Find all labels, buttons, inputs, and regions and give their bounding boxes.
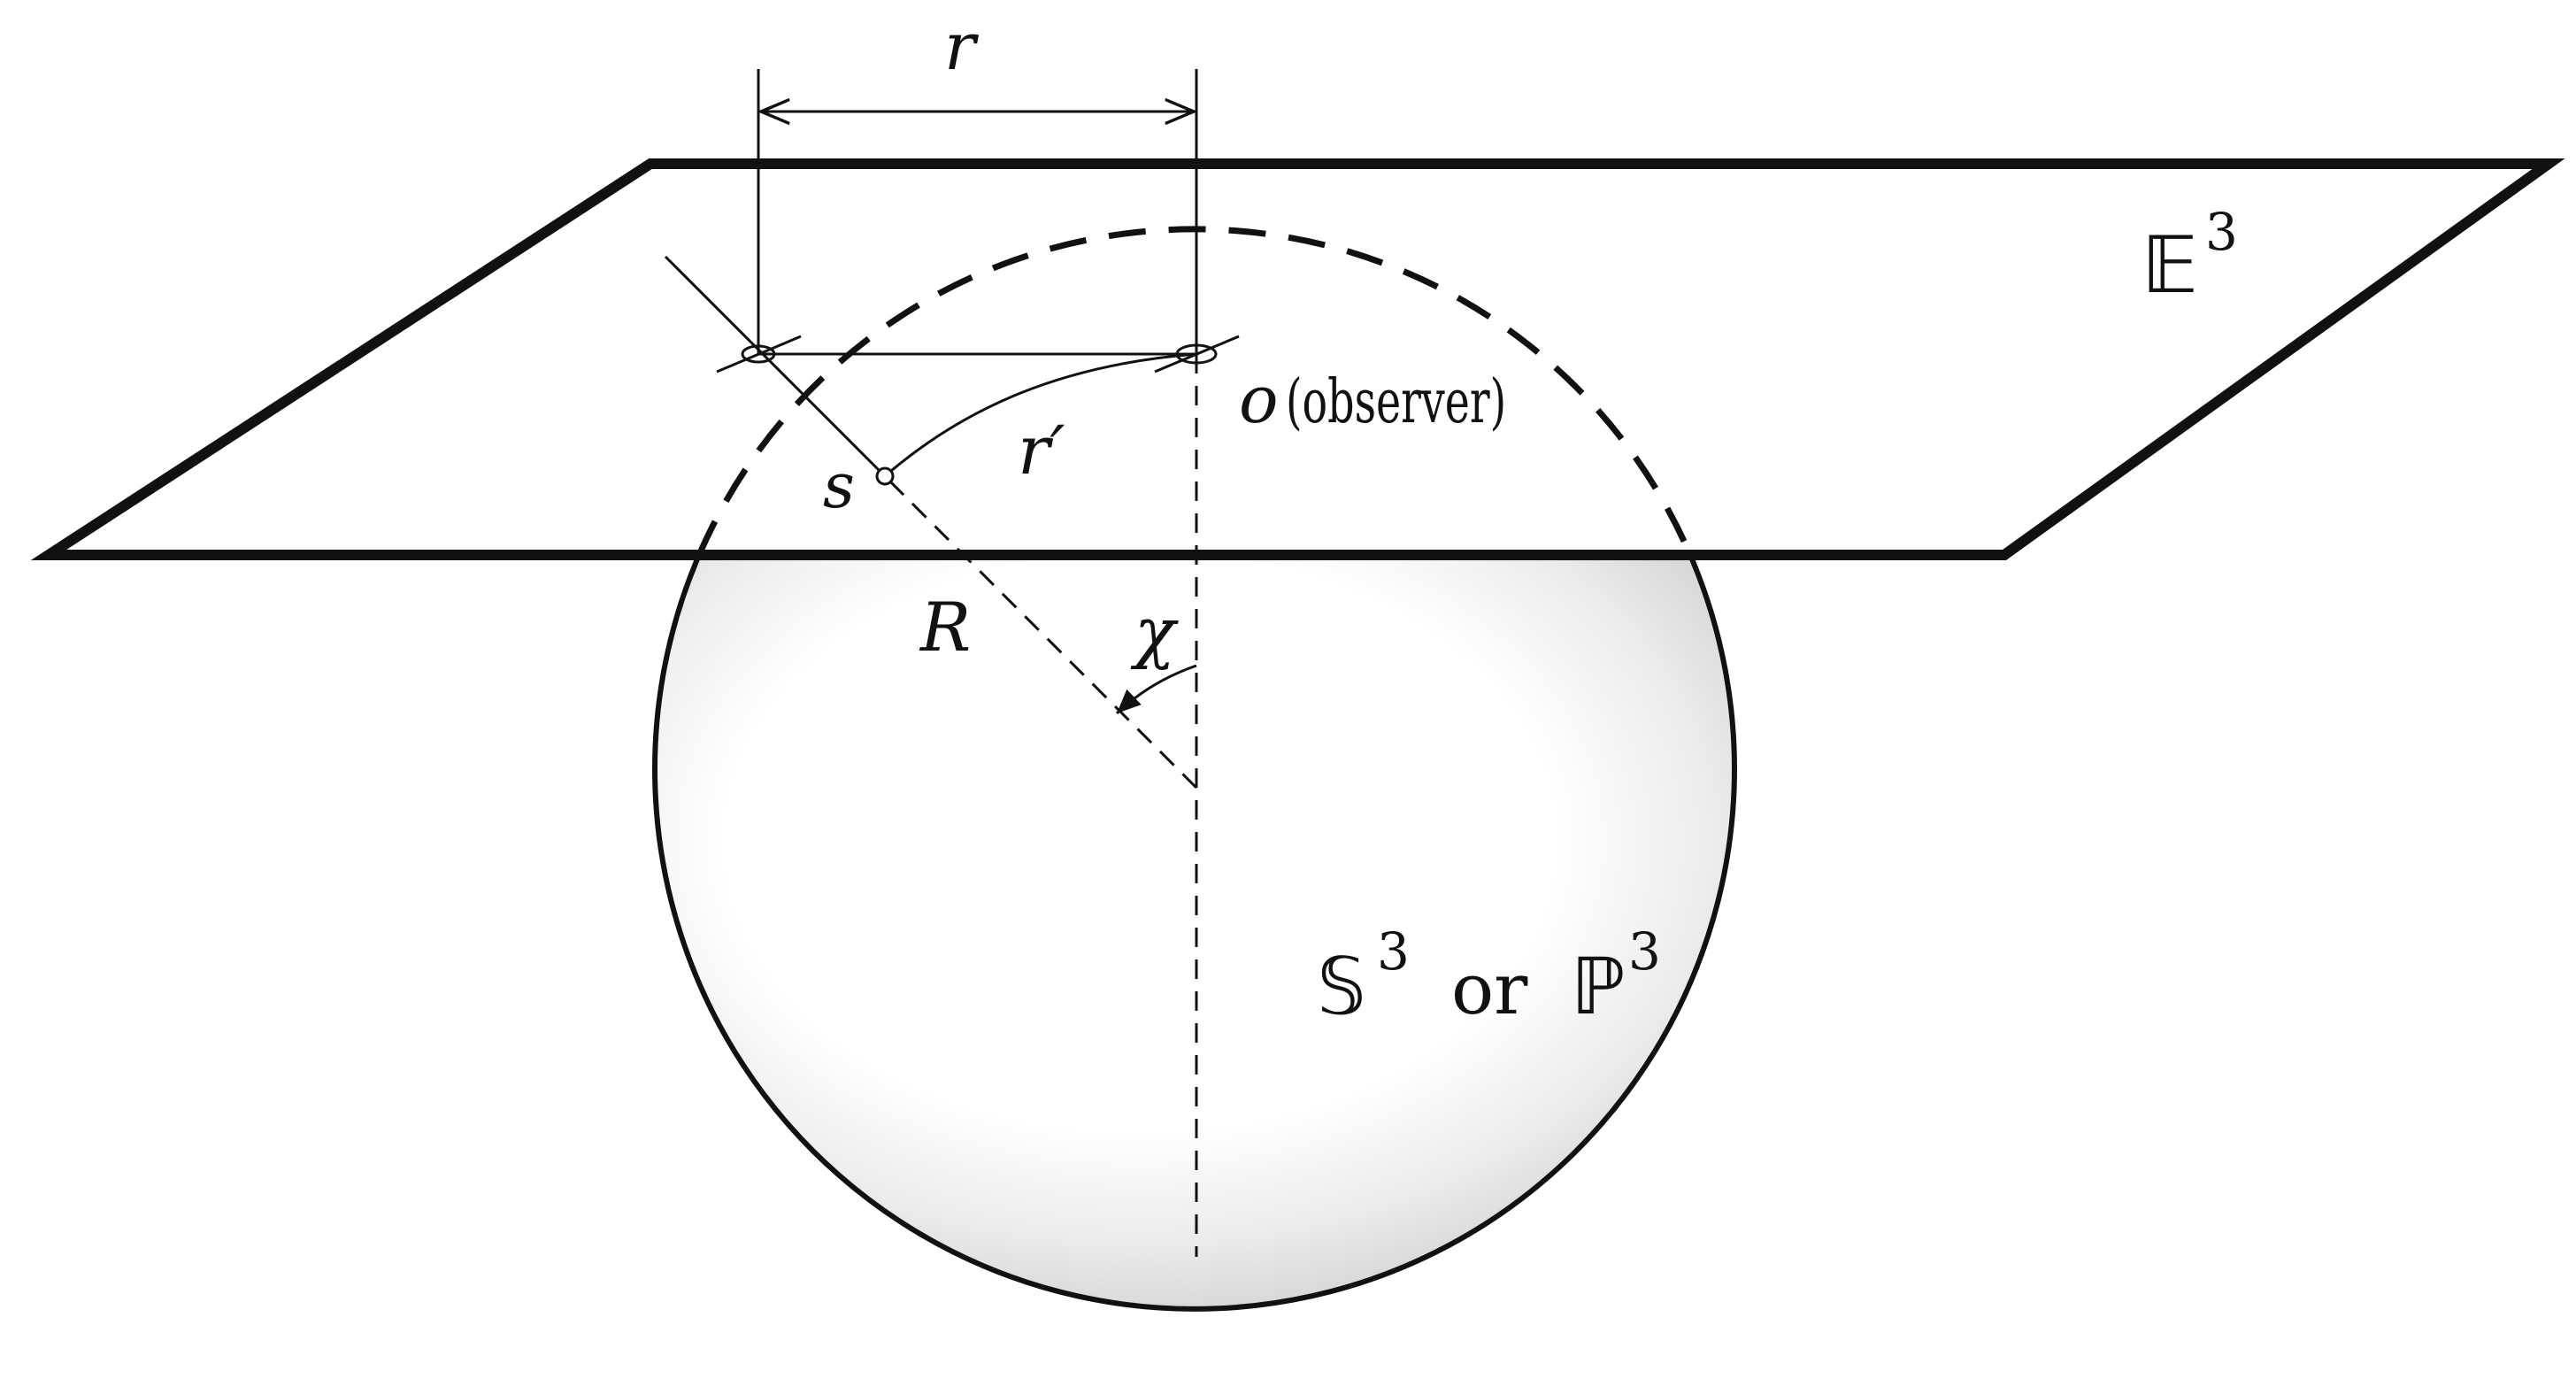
label-R: R [919, 588, 971, 666]
euclidean-plane [30, 158, 2565, 560]
r-prime-arc [884, 352, 1197, 478]
label-chi: χ [1130, 592, 1179, 671]
label-euclidean-exponent: 3 [2205, 202, 2238, 262]
label-s: s [823, 450, 855, 522]
projected-point-marker [741, 344, 776, 364]
sphere-outline-lower [652, 553, 1737, 1312]
tick-left [716, 335, 802, 374]
label-o: o [1239, 362, 1279, 438]
sphere-body [655, 555, 1734, 1309]
label-r: r [944, 9, 980, 85]
label-sphere-exponent: 3 [1377, 921, 1410, 982]
label-sphere-space: 𝕊 [1317, 941, 1366, 1032]
label-projective-space: ℙ [1571, 941, 1626, 1032]
radius-line-dashed [883, 474, 1198, 790]
projection-line [664, 255, 887, 478]
sphere-outline-upper-dashed [696, 226, 1694, 557]
chi-angle-arrow [1115, 664, 1197, 715]
label-projective-exponent: 3 [1628, 921, 1661, 982]
observer-point-marker [1175, 343, 1218, 365]
source-point-marker [875, 466, 895, 486]
label-or: or [1451, 948, 1528, 1030]
tick-right [1154, 335, 1240, 374]
label-observer: (observer) [1286, 366, 1506, 436]
label-euclidean-space: 𝔼 [2142, 220, 2198, 311]
label-r-prime: r′ [1018, 411, 1065, 489]
